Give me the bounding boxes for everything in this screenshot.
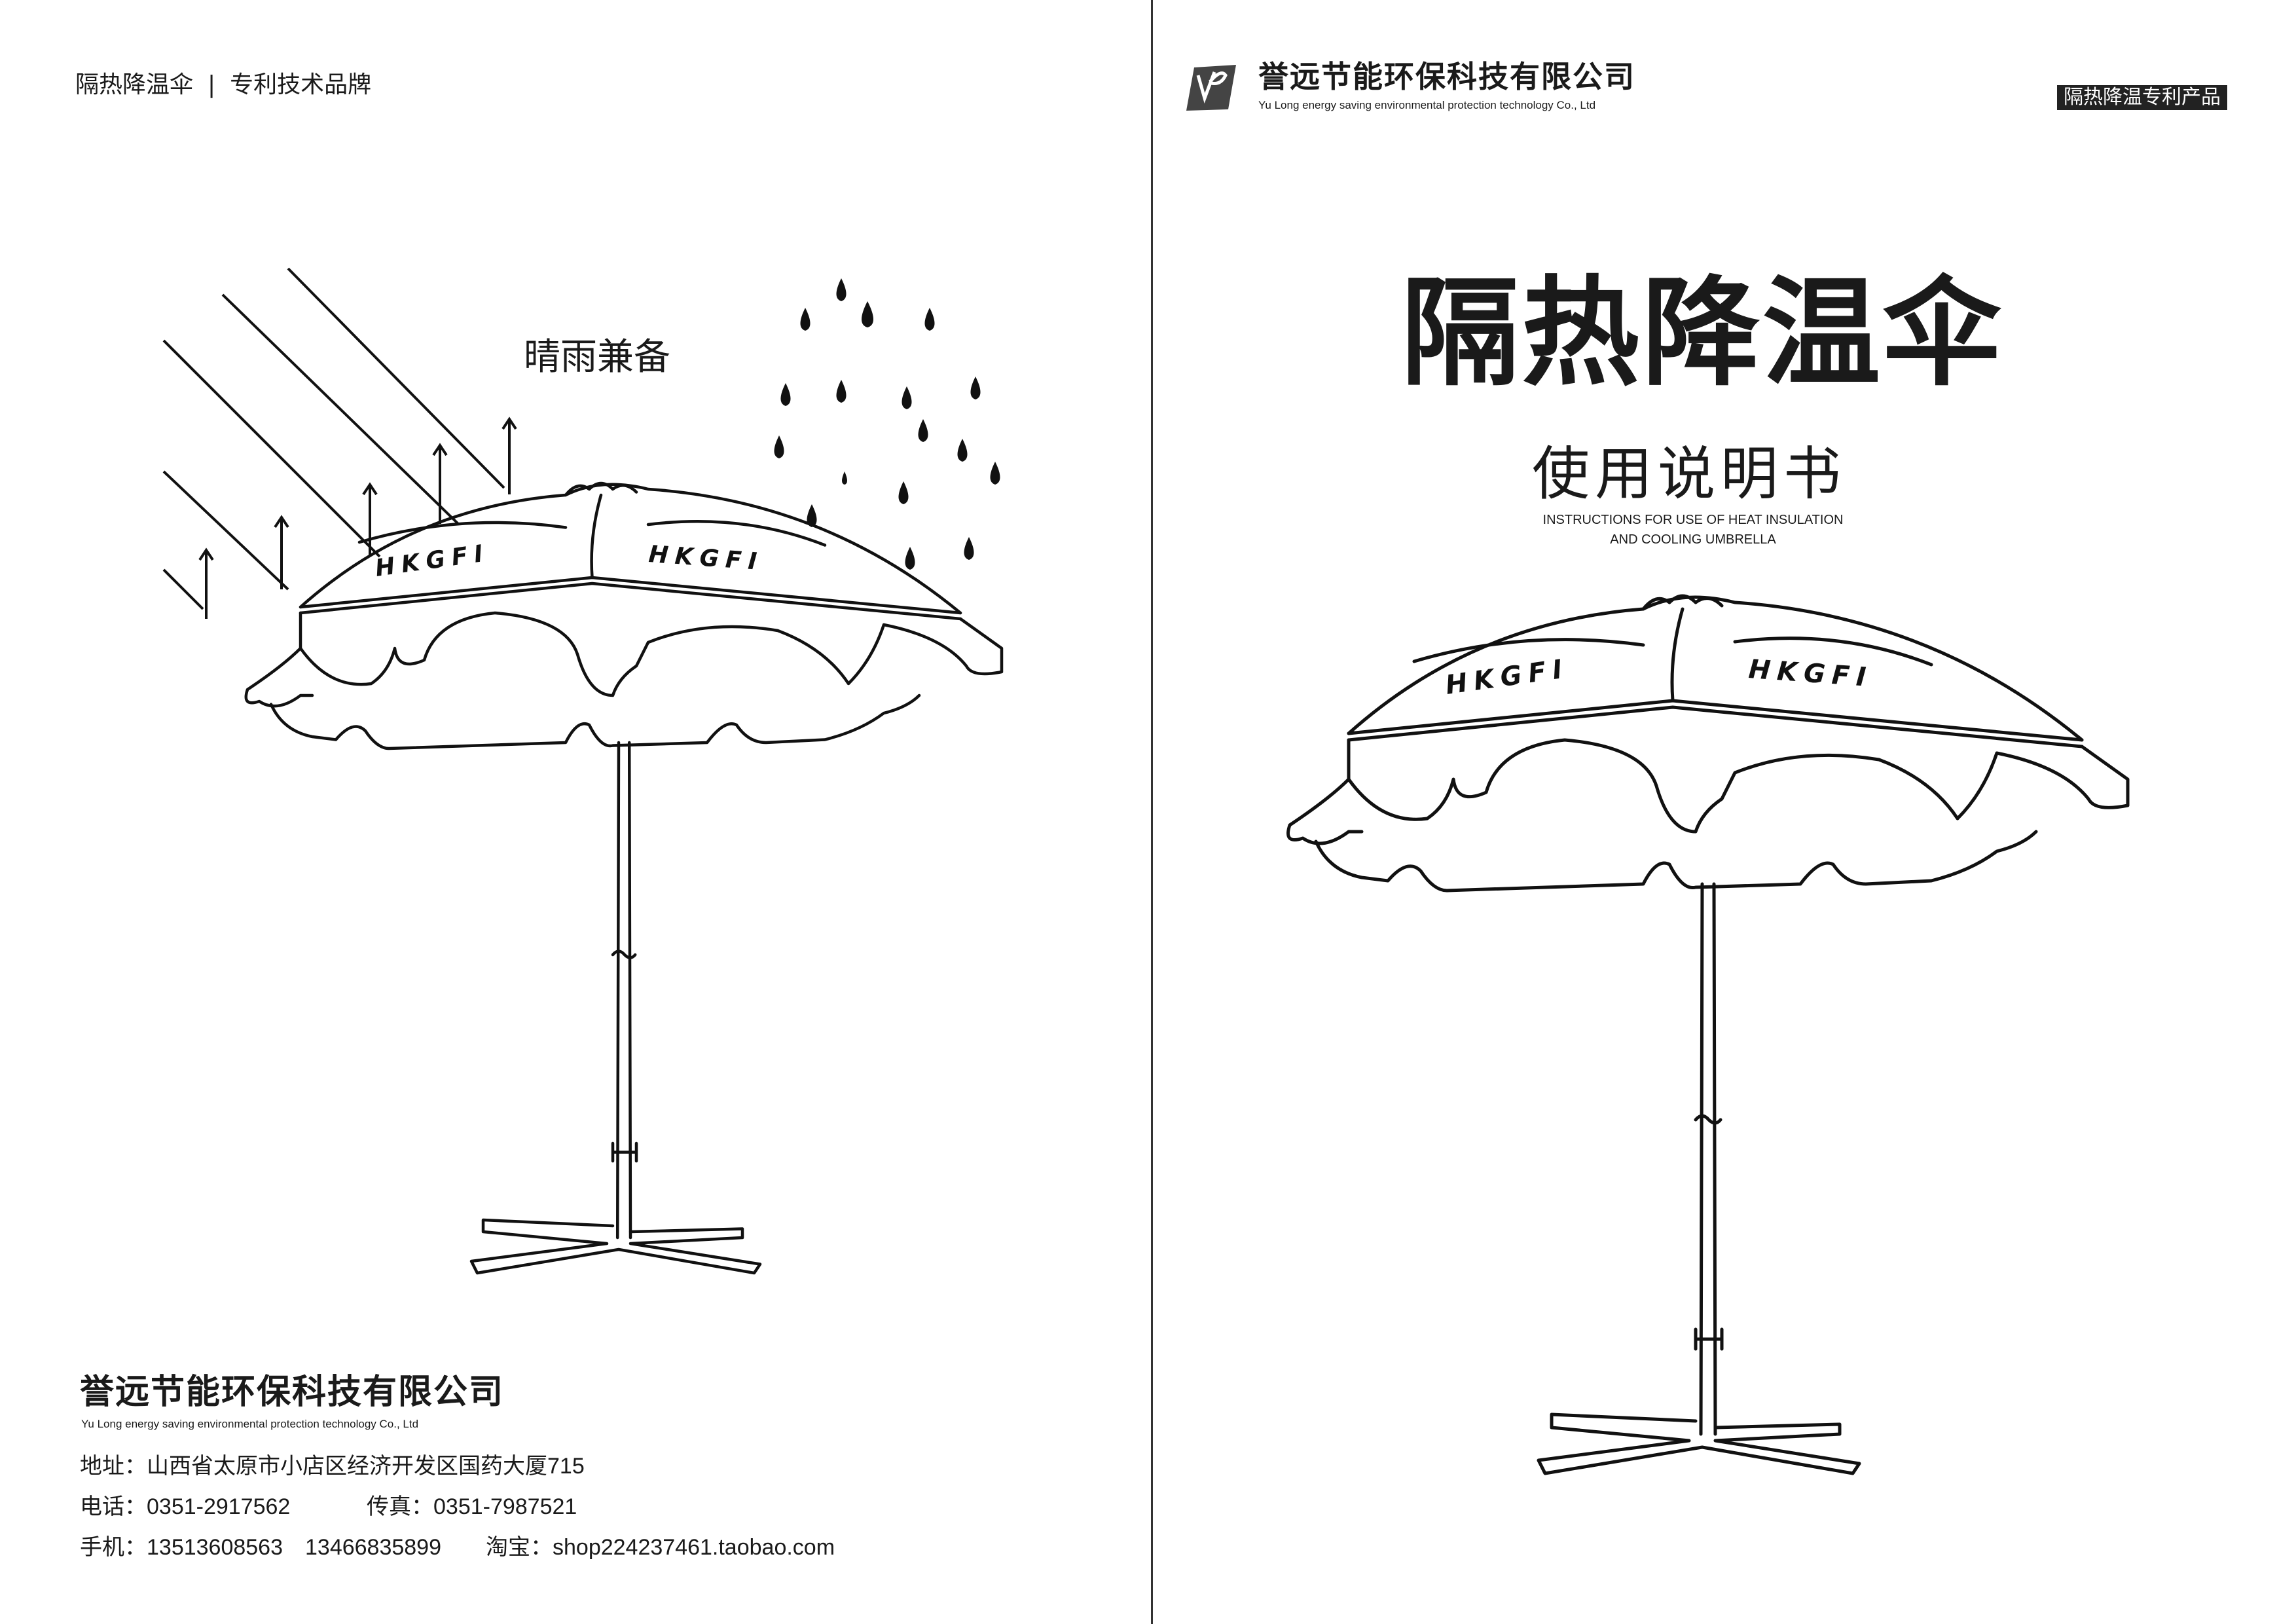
- manual-subtitle-en-2: AND COOLING UMBRELLA: [1610, 532, 1776, 547]
- company-phone: 电话：0351-2917562: [80, 1494, 291, 1519]
- header-separator: |: [208, 71, 216, 98]
- manual-subtitle: 使用说明书: [1532, 440, 1847, 507]
- company-address: 地址：山西省太原市小店区经济开发区国药大厦715: [80, 1454, 585, 1479]
- left-header: 隔热降温伞 | 专利技术品牌: [75, 73, 371, 97]
- company-taobao: 淘宝：shop224237461.taobao.com: [486, 1535, 835, 1560]
- company-logo-icon: [1186, 65, 1236, 111]
- product-title: 隔热降温伞: [1401, 265, 2004, 402]
- company-mobile: 手机：13513608563 13466835899: [80, 1535, 442, 1560]
- canopy-print-right-1: HKGFI: [1444, 654, 1571, 701]
- canopy-print-left-1: HKGFI: [374, 540, 492, 582]
- company-name-en-header: Yu Long energy saving environmental prot…: [1258, 99, 1596, 111]
- rain-drops: [774, 278, 1000, 570]
- canopy-print-left-2: HKGFI: [647, 541, 764, 576]
- umbrella-drawing-right: [1288, 596, 2128, 1473]
- page-divider: [1151, 0, 1153, 1624]
- sun-rays: [162, 267, 517, 619]
- patent-badge: 隔热降温专利产品: [2057, 85, 2227, 110]
- manual-subtitle-en-1: INSTRUCTIONS FOR USE OF HEAT INSULATION: [1542, 513, 1844, 527]
- company-name-en: Yu Long energy saving environmental prot…: [81, 1418, 419, 1430]
- company-fax: 传真：0351-7987521: [367, 1494, 577, 1519]
- canopy-print-right-2: HKGFI: [1747, 654, 1873, 693]
- slogan: 晴雨兼备: [524, 336, 670, 378]
- brand-tagline: 专利技术品牌: [230, 71, 372, 98]
- umbrella-drawing-left: [246, 483, 1002, 1273]
- brand-name: 隔热降温伞: [75, 71, 194, 98]
- company-name: 誉远节能环保科技有限公司: [80, 1373, 505, 1412]
- company-name-header: 誉远节能环保科技有限公司: [1258, 59, 1635, 94]
